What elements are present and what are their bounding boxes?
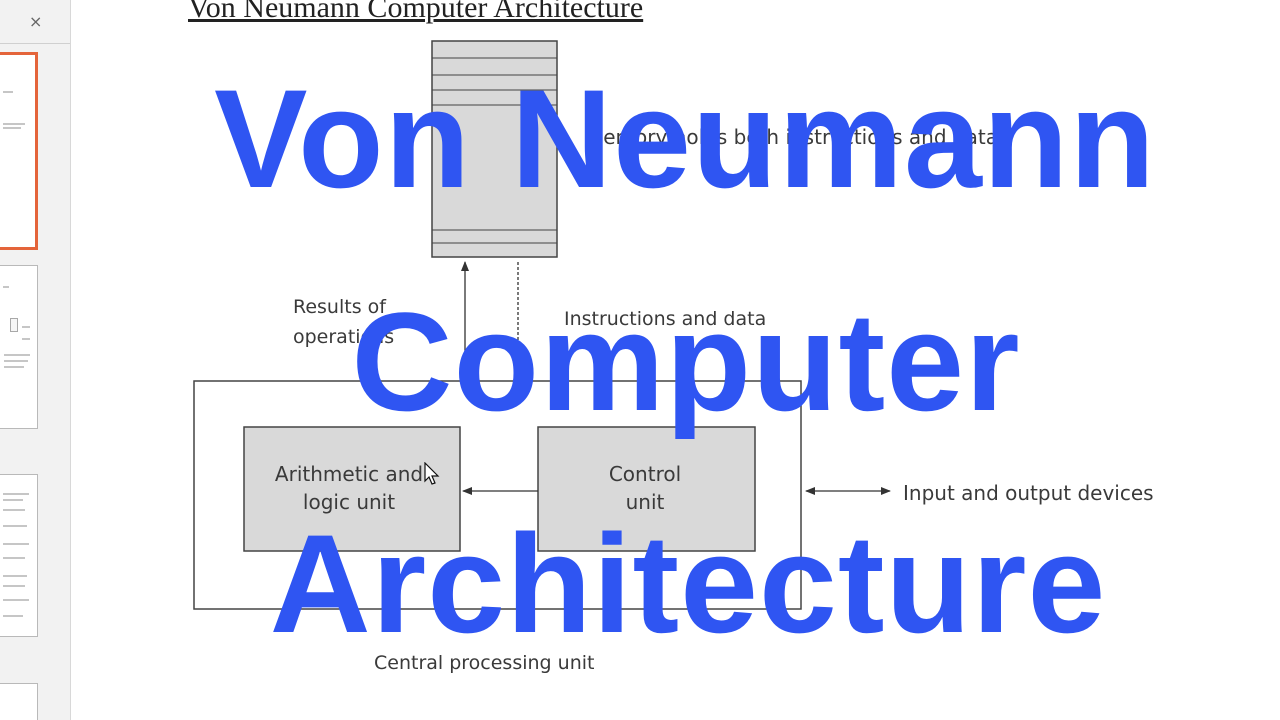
alu-label-line1: Arithmetic and: [275, 462, 423, 486]
results-label-line2: operations: [293, 326, 394, 348]
overlay-title-line-2: Computer: [351, 283, 1021, 440]
instructions-label: Instructions and data: [564, 308, 766, 330]
slide-thumbnail-selected[interactable]: [0, 52, 38, 250]
control-label-line1: Control: [609, 462, 681, 486]
slide-thumbnail[interactable]: [0, 683, 38, 720]
alu-label-line2: logic unit: [303, 490, 395, 514]
overlay-title-line-3: Architecture: [269, 505, 1107, 662]
memory-block: [431, 40, 558, 258]
close-icon[interactable]: ×: [29, 12, 43, 31]
slide-thumbnail-panel: ×: [0, 0, 71, 720]
cpu-box: [193, 380, 802, 610]
memory-label: Memory holds both instructions and data: [586, 125, 998, 149]
results-label-line1: Results of: [293, 296, 387, 318]
slide-title: Von Neumann Computer Architecture: [188, 0, 644, 24]
cpu-label: Central processing unit: [374, 652, 594, 674]
overlay-title-line-1: Von Neumann: [214, 60, 1156, 217]
io-label: Input and output devices: [903, 481, 1154, 505]
panel-divider: [0, 43, 70, 44]
slide-canvas: [71, 0, 1280, 720]
mouse-pointer-icon: [424, 462, 440, 485]
slide-thumbnail[interactable]: [0, 474, 38, 637]
control-label-line2: unit: [626, 490, 665, 514]
alu-box: [243, 426, 461, 552]
control-unit-box: [537, 426, 756, 552]
slide-thumbnail[interactable]: [0, 265, 38, 429]
